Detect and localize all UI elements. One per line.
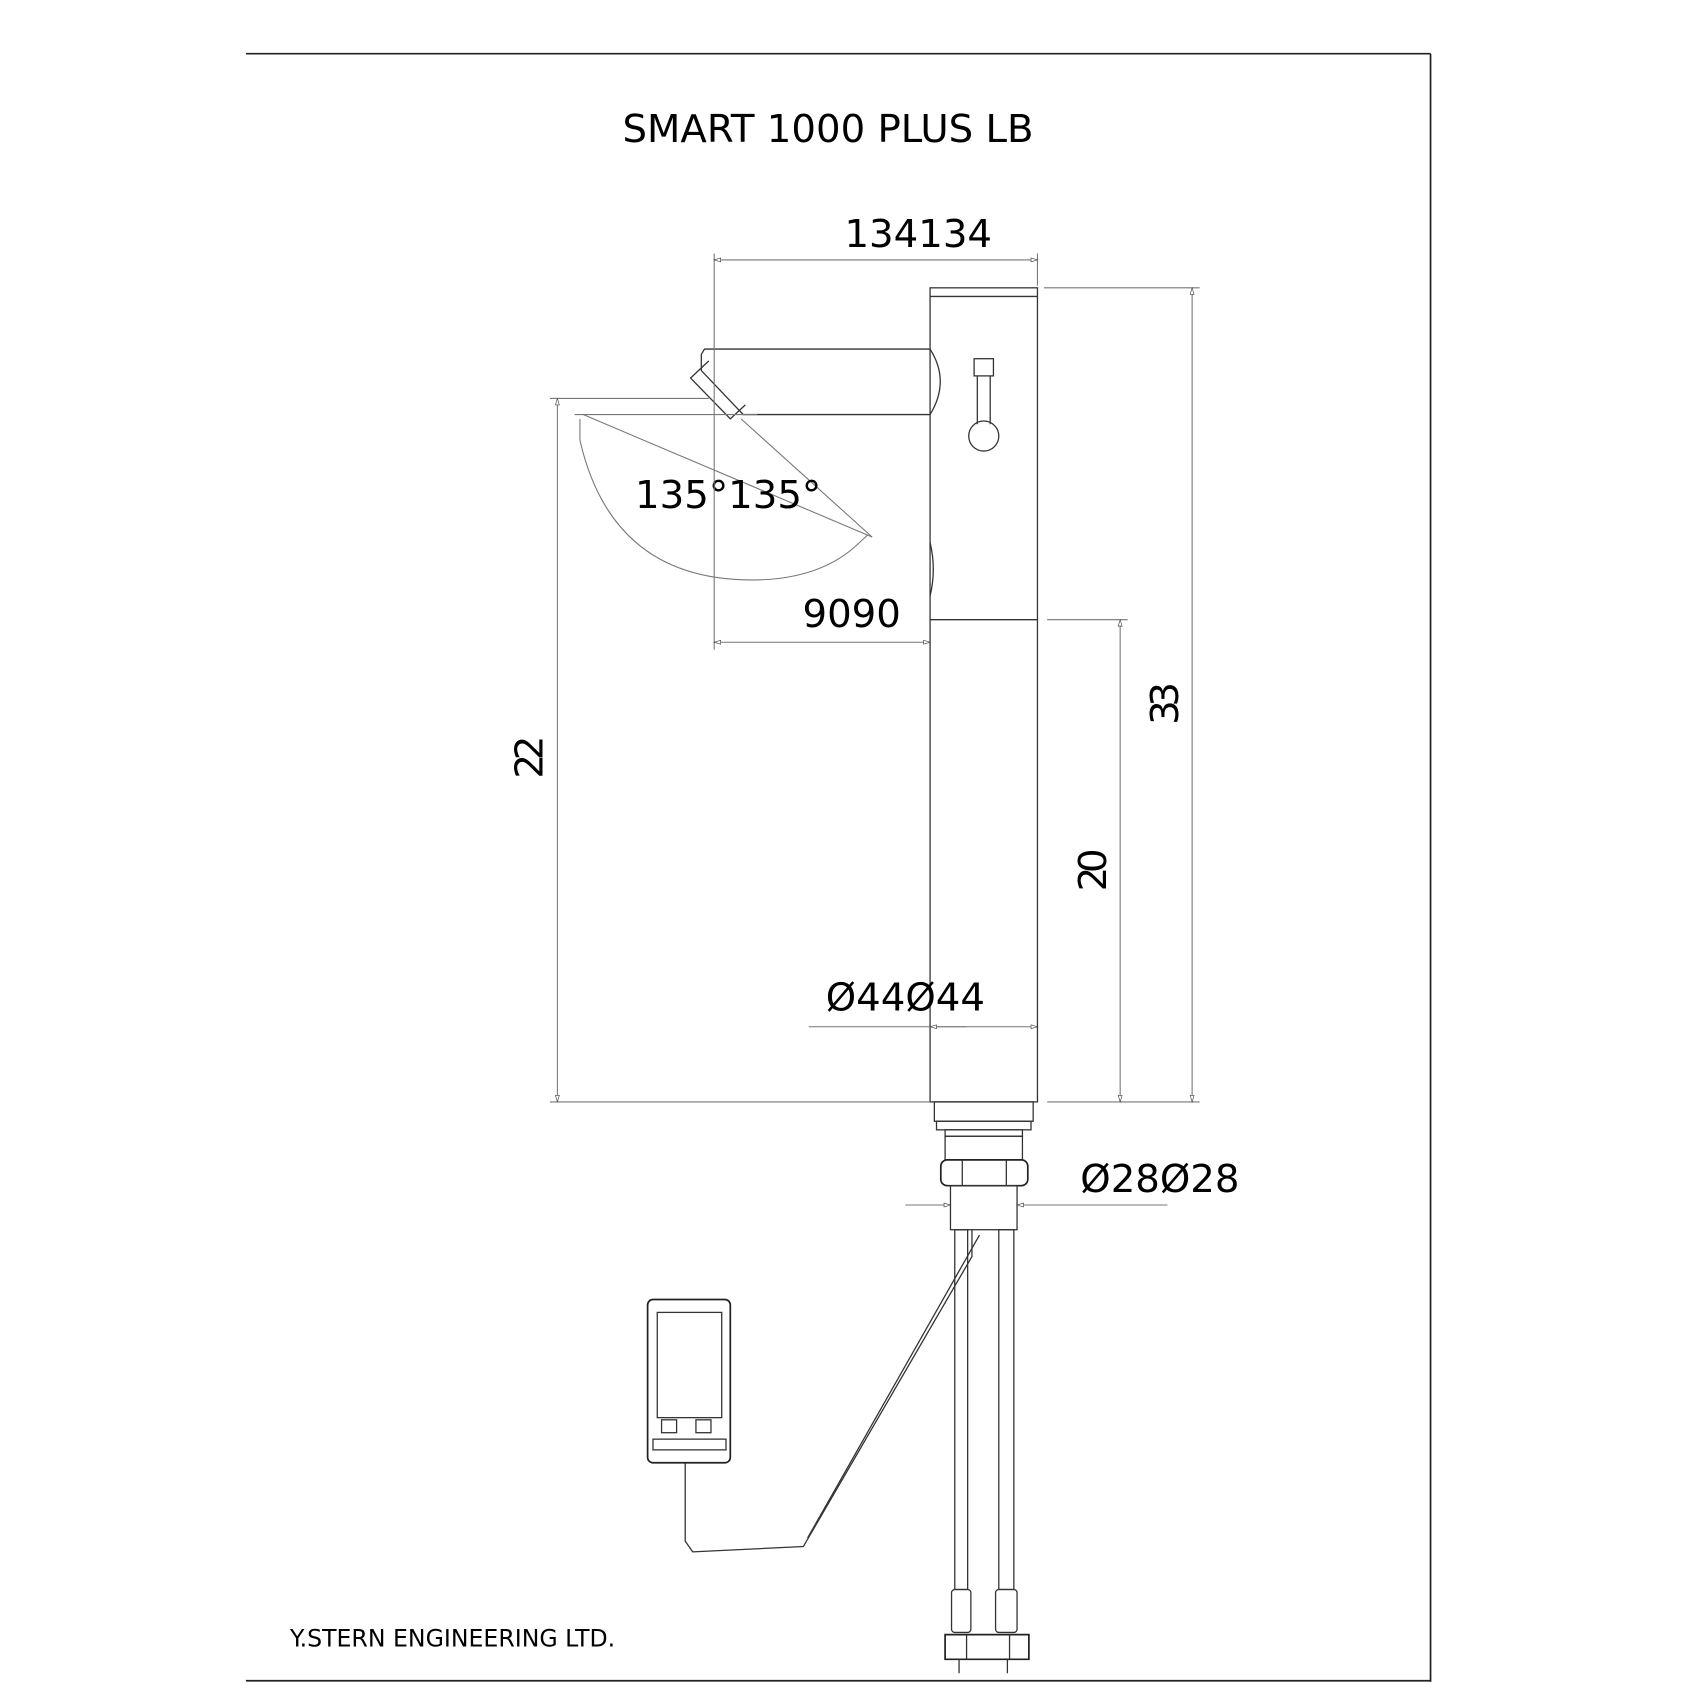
dimension-total-height bbox=[1043, 286, 1200, 1104]
dimension-28-label: Ø28Ø28 bbox=[1080, 1157, 1239, 1202]
dimension-sensor-height bbox=[1047, 618, 1200, 1104]
dimension-90-label: 9090 bbox=[802, 592, 900, 637]
mounting-shank bbox=[933, 1101, 1034, 1231]
dimension-sensor-height-label: 20 bbox=[1071, 848, 1116, 891]
dimension-total-height-label: 33 bbox=[1143, 682, 1188, 725]
drawing-frame bbox=[245, 52, 1432, 1682]
dimension-134 bbox=[713, 253, 1039, 650]
angle-label: 135°135° bbox=[635, 473, 821, 518]
drawing-title: SMART 1000 PLUS LB bbox=[623, 107, 1034, 152]
supply-hoses bbox=[944, 1229, 1030, 1674]
sensor-cable bbox=[684, 1229, 973, 1553]
company-name: Y.STERN ENGINEERING LTD. bbox=[289, 1624, 615, 1652]
dimension-spout-height-label: 22 bbox=[507, 736, 552, 779]
dimension-44-label: Ø44Ø44 bbox=[826, 976, 985, 1021]
dimension-spout-height bbox=[549, 397, 931, 1104]
angle-dimension bbox=[574, 414, 873, 581]
lever-handle bbox=[968, 358, 1000, 452]
dimension-134-label: 134134 bbox=[844, 212, 992, 257]
faucet-spout bbox=[689, 348, 941, 420]
battery-box bbox=[646, 1298, 732, 1464]
